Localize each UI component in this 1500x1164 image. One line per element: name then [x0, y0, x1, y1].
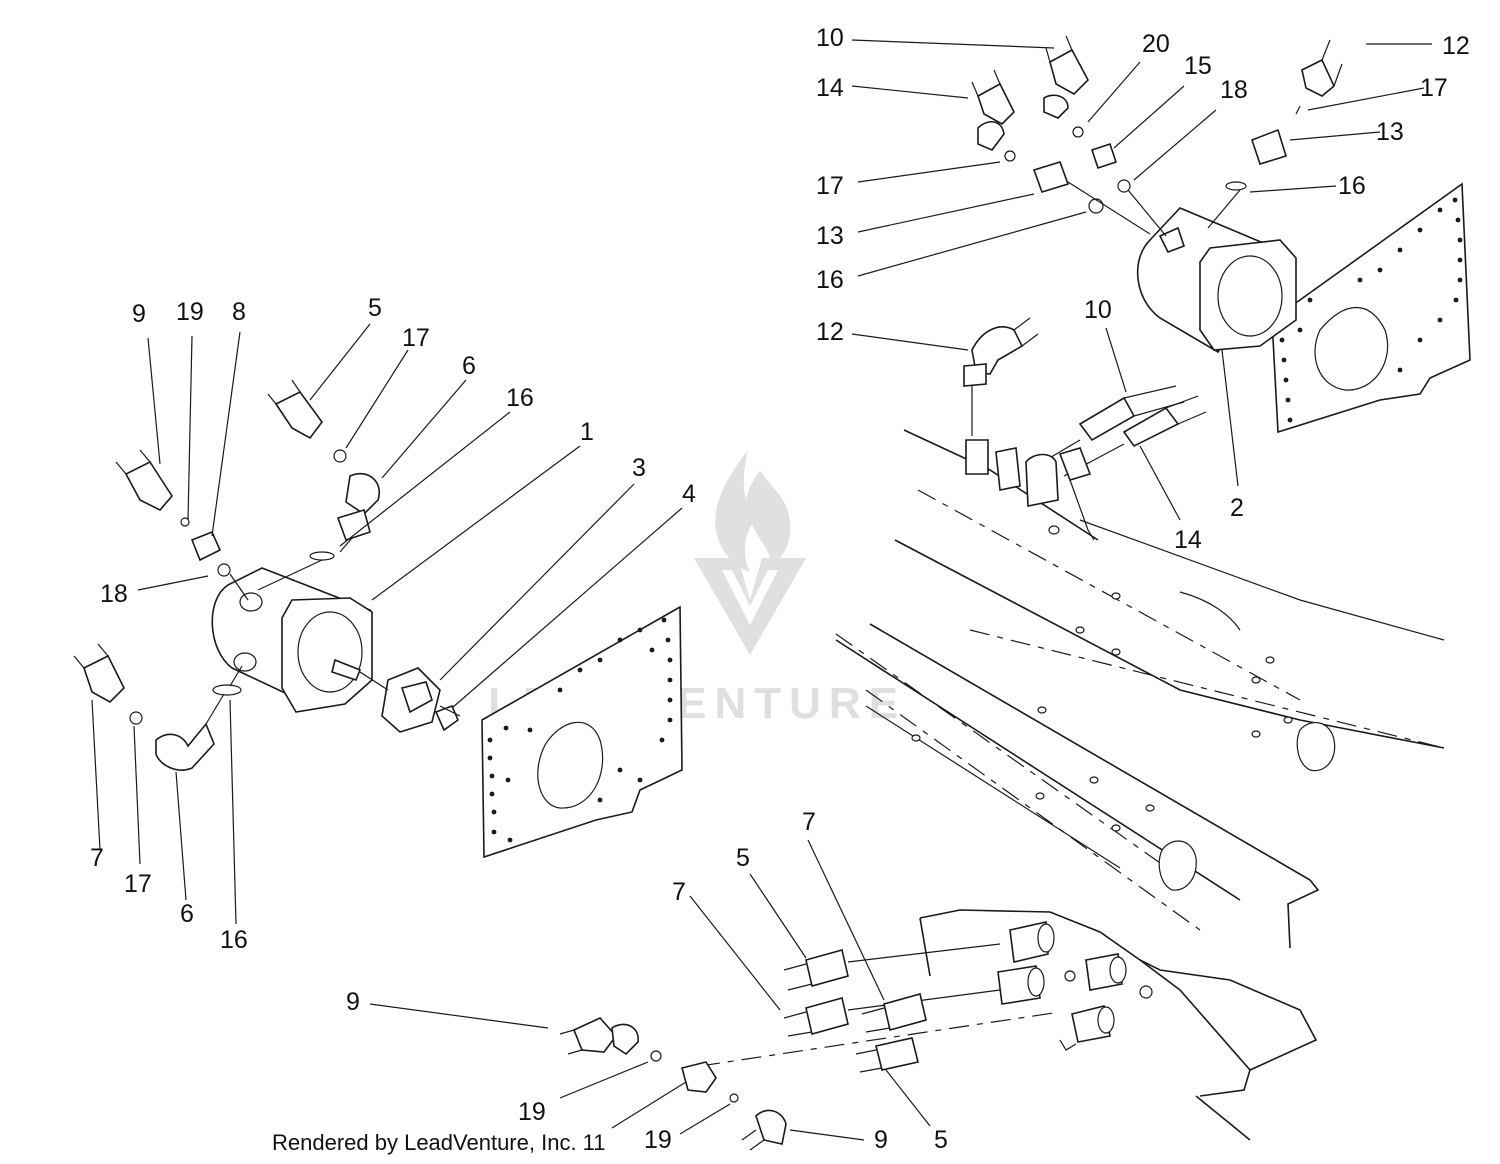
callout-8: 8	[232, 298, 246, 326]
callout-20: 20	[1142, 30, 1170, 58]
callouts-bottom: 7 5 7 9 19 19 9 5	[346, 808, 948, 1154]
footer-caption: Rendered by LeadVenture, Inc. 11	[272, 1130, 606, 1155]
callout-7: 7	[672, 878, 686, 906]
callout-12: 12	[816, 318, 844, 346]
callout-18: 18	[100, 580, 128, 608]
callout-6: 6	[180, 900, 194, 928]
callout-7: 7	[90, 844, 104, 872]
callout-13: 13	[816, 222, 844, 250]
callout-17: 17	[1420, 74, 1448, 102]
callout-7: 7	[802, 808, 816, 836]
callout-5: 5	[934, 1126, 948, 1154]
leader-lines	[91, 39, 1432, 1141]
v-logo-icon	[694, 558, 806, 655]
callout-19: 19	[176, 298, 204, 326]
callout-1: 1	[580, 418, 594, 446]
callout-16: 16	[816, 266, 844, 294]
callout-9: 9	[132, 300, 146, 328]
callout-14: 14	[1174, 526, 1202, 554]
callout-18: 18	[1220, 76, 1248, 104]
bottom-hoses	[559, 943, 1001, 1151]
left-assembly	[73, 379, 683, 859]
callout-5: 5	[368, 294, 382, 322]
callout-3: 3	[632, 454, 646, 482]
callout-10: 10	[816, 24, 844, 52]
callout-17: 17	[816, 172, 844, 200]
callout-14: 14	[816, 74, 844, 102]
callout-4: 4	[682, 480, 696, 508]
callout-10: 10	[1084, 296, 1112, 324]
callout-16: 16	[1338, 172, 1366, 200]
flame-icon	[715, 450, 791, 572]
top-right-assembly	[963, 35, 1471, 477]
callout-9: 9	[346, 988, 360, 1016]
callout-17: 17	[402, 324, 430, 352]
frame-chassis	[699, 429, 1445, 1141]
callout-19: 19	[644, 1126, 672, 1154]
callout-6: 6	[462, 352, 476, 380]
callouts-left: 9 19 8 5 17 6 16 1 3 4 18 7 17 6 16	[90, 294, 696, 954]
callout-12: 12	[1442, 32, 1470, 60]
callout-16: 16	[220, 926, 248, 954]
callout-2: 2	[1230, 494, 1244, 522]
callout-5: 5	[736, 844, 750, 872]
callouts-top-right: 10 14 20 15 18 12 17 13 17 13 16 16 12 1…	[816, 24, 1470, 554]
callout-15: 15	[1184, 52, 1212, 80]
callout-9: 9	[874, 1126, 888, 1154]
callout-17: 17	[124, 870, 152, 898]
callout-19: 19	[518, 1098, 546, 1126]
callout-16: 16	[506, 384, 534, 412]
callout-13: 13	[1376, 118, 1404, 146]
